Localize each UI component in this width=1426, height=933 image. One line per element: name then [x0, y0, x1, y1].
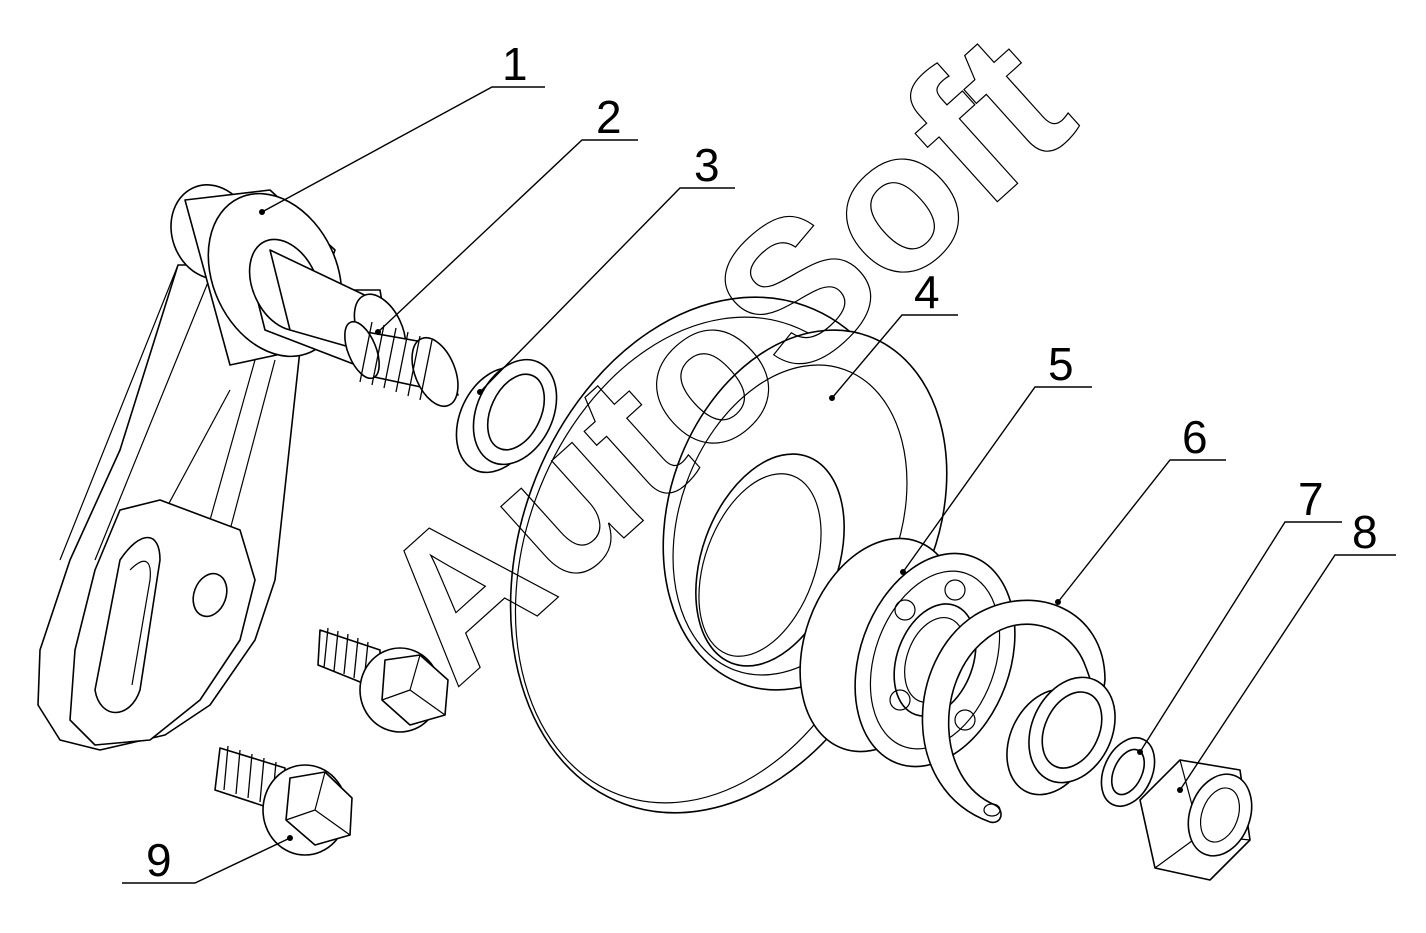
lock-nut: [1139, 759, 1253, 881]
spacer-ring: [455, 358, 558, 474]
callout-4: 4: [914, 266, 940, 318]
callout-3: 3: [694, 139, 720, 191]
tensioner-arm: [37, 184, 459, 751]
callout-6: 6: [1182, 411, 1208, 463]
callout-2: 2: [596, 91, 622, 143]
callout-5: 5: [1048, 338, 1074, 390]
callout-1: 1: [502, 38, 528, 90]
washer: [1100, 737, 1156, 807]
callout-7: 7: [1298, 473, 1324, 525]
leader-lines: [122, 86, 1396, 884]
callout-9: 9: [146, 834, 172, 886]
callout-8: 8: [1352, 506, 1378, 558]
inner-collar: [1006, 676, 1116, 796]
flange-bolt-upper: [317, 627, 449, 733]
flange-bolt-lower: [214, 745, 353, 856]
